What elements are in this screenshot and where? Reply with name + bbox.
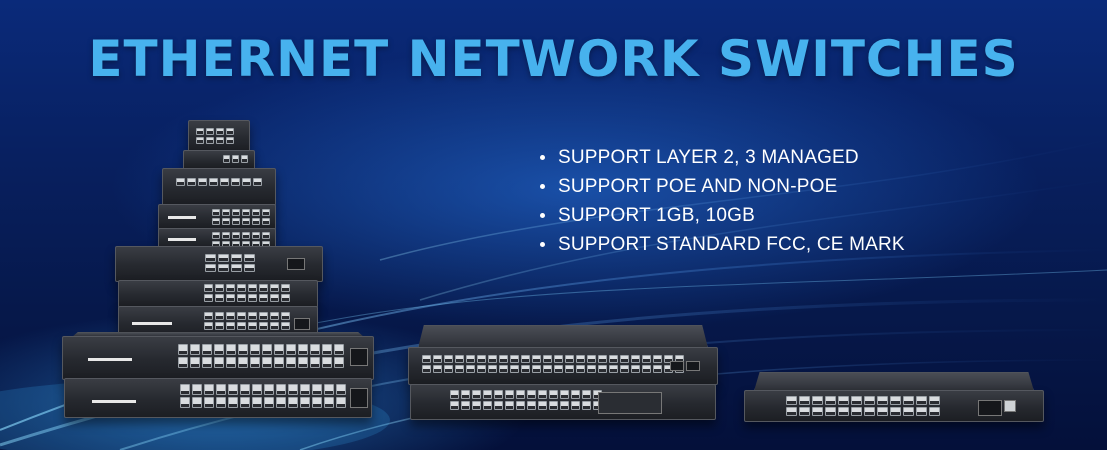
feature-item: SUPPORT STANDARD FCC, CE MARK <box>540 233 905 256</box>
feature-item: SUPPORT LAYER 2, 3 MANAGED <box>540 146 905 169</box>
bullet-icon <box>540 213 545 218</box>
feature-list: SUPPORT LAYER 2, 3 MANAGED SUPPORT POE A… <box>540 146 905 262</box>
switch-product-image <box>408 325 718 385</box>
switch-product-image <box>410 384 716 420</box>
switch-product-image <box>744 372 1044 422</box>
switch-product-image <box>118 280 318 308</box>
bullet-icon <box>540 155 545 160</box>
switch-product-image <box>188 120 250 154</box>
switch-product-image <box>162 168 276 206</box>
switch-product-image <box>183 150 255 170</box>
switch-product-image <box>115 246 323 282</box>
switch-product-image <box>158 204 276 230</box>
bullet-icon <box>540 242 545 247</box>
feature-item: SUPPORT POE AND NON-POE <box>540 175 905 198</box>
switch-product-image <box>64 378 372 418</box>
bullet-icon <box>540 184 545 189</box>
switch-product-image <box>62 332 374 380</box>
banner-title: ETHERNET NETWORK SWITCHES <box>88 30 1019 88</box>
feature-item: SUPPORT 1GB, 10GB <box>540 204 905 227</box>
